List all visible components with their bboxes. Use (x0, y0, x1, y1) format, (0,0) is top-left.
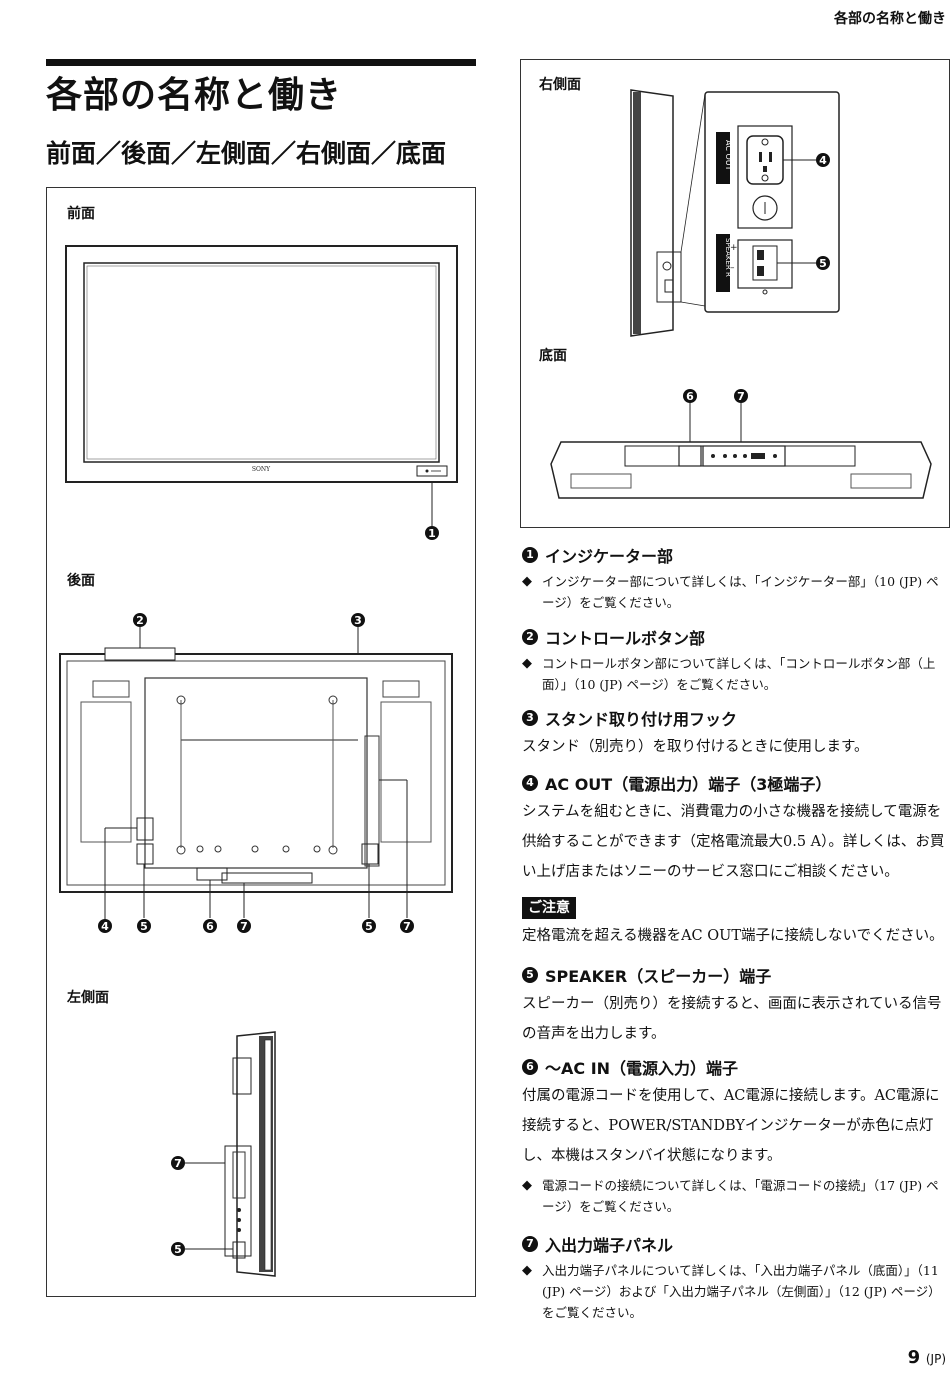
item-5-number: 5 (522, 967, 538, 983)
callout-4-rear: 4 (101, 920, 109, 933)
diamond-icon: ◆ (522, 574, 532, 589)
speaker-plus: + (730, 243, 738, 253)
page-number: 9 (JP) (908, 1347, 946, 1368)
bottom-view-illustration: 6 7 (550, 389, 932, 499)
item-3-title: スタンド取り付け用フック (545, 710, 738, 729)
caution-label: ご注意 (522, 897, 576, 919)
section-title: 前面／後面／左側面／右側面／底面 (46, 139, 447, 168)
item-1: 1 インジケーター部 ◆ インジケーター部について詳しくは、「インジケーター部」（1… (522, 543, 950, 613)
front-logo: SONY (252, 466, 271, 473)
item-4-number: 4 (522, 775, 538, 791)
left-figure-panel: 前面 SONY 1 後面 2 3 (46, 187, 476, 1297)
callout-5-right-side: 5 (819, 257, 827, 270)
diamond-icon: ◆ (522, 1263, 532, 1278)
page-number-value: 9 (907, 1347, 921, 1368)
item-6-number: 6 (522, 1059, 538, 1075)
callout-5-left-side: 5 (174, 1243, 182, 1256)
front-view-illustration: SONY 1 (65, 245, 458, 540)
item-4-title: AC OUT（電源出力）端子（3極端子） (545, 775, 832, 794)
callout-4-right-side: 4 (819, 154, 827, 167)
item-1-title: インジケーター部 (545, 547, 674, 566)
left-side-view-illustration: 7 5 (171, 1031, 276, 1277)
item-2-title: コントロールボタン部 (545, 629, 706, 648)
item-1-number: 1 (522, 547, 538, 563)
item-4-body: システムを組むときに、消費電力の小さな機器を接続して電源を供給することができます… (522, 804, 945, 880)
callout-6-bottom: 6 (686, 390, 694, 403)
callout-5-rear-left: 5 (140, 920, 148, 933)
item-3-body: スタンド（別売り）を取り付けるときに使用します。 (522, 739, 869, 755)
callout-7-rear-left: 7 (240, 920, 248, 933)
right-side-view-illustration: AC OUT SPEAKER R + – 4 5 (630, 89, 840, 337)
right-side-view-label: 右側面 (539, 77, 581, 93)
right-figure-panel: 右側面 AC OUT SPEAKER R + – 4 5 (520, 59, 950, 528)
page-title: 各部の名称と働き (46, 75, 343, 116)
callout-6-rear: 6 (206, 920, 214, 933)
caution-text: 定格電流を超える機器をAC OUT端子に接続しないでください。 (522, 928, 944, 944)
bottom-view-label: 底面 (539, 348, 567, 364)
callout-1-front: 1 (428, 527, 436, 540)
item-2: 2 コントロールボタン部 ◆ コントロールボタン部について詳しくは、「コントロールボ… (522, 625, 950, 695)
callout-7-left-side: 7 (174, 1157, 182, 1170)
rear-view-illustration: 2 3 4 5 (59, 613, 453, 933)
item-7-ref: 入出力端子パネルについて詳しくは、「入出力端子パネル（底面）」（11 (JP) … (542, 1263, 941, 1320)
page-number-suffix: (JP) (925, 1352, 946, 1366)
item-3-number: 3 (522, 710, 538, 726)
item-7-number: 7 (522, 1236, 538, 1252)
running-head: 各部の名称と働き (834, 11, 946, 27)
item-7: 7 入出力端子パネル ◆ 入出力端子パネルについて詳しくは、「入出力端子パネル（底面… (522, 1232, 950, 1323)
item-5-title: SPEAKER（スピーカー）端子 (545, 967, 772, 986)
item-6-title: ～AC IN（電源入力）端子 (545, 1059, 739, 1078)
item-1-ref: インジケーター部について詳しくは、「インジケーター部」（10 (JP) ページ）… (542, 574, 939, 610)
ac-out-tag: AC OUT (724, 140, 733, 171)
rear-view-label: 後面 (67, 573, 95, 589)
front-view-label: 前面 (67, 206, 95, 222)
diamond-icon: ◆ (522, 656, 532, 671)
item-2-number: 2 (522, 629, 538, 645)
callout-7-rear-right: 7 (403, 920, 411, 933)
caution-block: ご注意 定格電流を超える機器をAC OUT端子に接続しないでください。 (522, 897, 950, 951)
title-rule (46, 59, 476, 66)
item-4: 4 AC OUT（電源出力）端子（3極端子） システムを組むときに、消費電力の小さ… (522, 771, 950, 887)
item-6: 6 ～AC IN（電源入力）端子 付属の電源コードを使用して、AC電源に接続します… (522, 1055, 950, 1217)
speaker-minus: – (730, 263, 735, 273)
callout-5-rear-right: 5 (365, 920, 373, 933)
diamond-icon: ◆ (522, 1178, 532, 1193)
callout-2-rear: 2 (136, 614, 144, 627)
item-5-body: スピーカー（別売り）を接続すると、画面に表示されている信号の音声を出力します。 (522, 996, 942, 1042)
item-6-ref: 電源コードの接続について詳しくは、「電源コードの接続」（17 (JP) ページ）… (542, 1178, 939, 1214)
callout-3-rear: 3 (354, 614, 362, 627)
item-3: 3 スタンド取り付け用フック スタンド（別売り）を取り付けるときに使用します。 (522, 706, 950, 762)
item-2-ref: コントロールボタン部について詳しくは、「コントロールボタン部（上面）」（10 (… (542, 656, 936, 692)
callout-7-bottom: 7 (737, 390, 745, 403)
item-7-title: 入出力端子パネル (545, 1236, 674, 1255)
item-6-body: 付属の電源コードを使用して、AC電源に接続します。AC電源に接続すると、POWE… (522, 1088, 940, 1164)
left-side-view-label: 左側面 (67, 990, 109, 1006)
item-5: 5 SPEAKER（スピーカー）端子 スピーカー（別売り）を接続すると、画面に表示… (522, 963, 950, 1049)
speaker-tag: SPEAKER R (724, 238, 732, 277)
